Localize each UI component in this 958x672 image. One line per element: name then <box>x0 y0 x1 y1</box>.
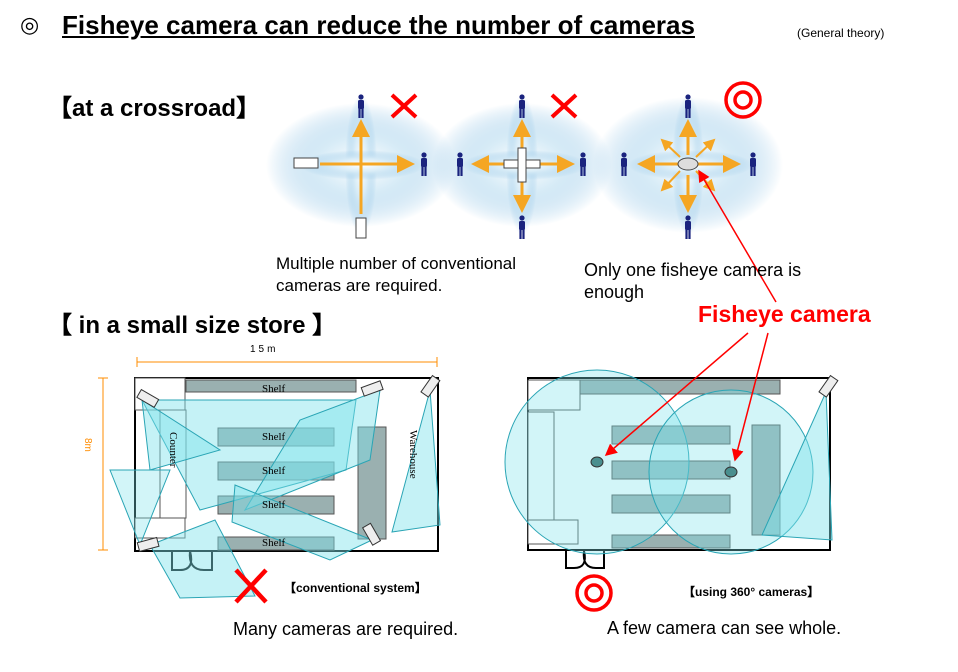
pointer-arrow <box>698 169 777 303</box>
fisheye-camera-icon <box>677 157 699 171</box>
section-crossroad-heading: 【at a crossroad】 <box>48 95 261 122</box>
shelf-label: Shelf <box>262 537 286 549</box>
page-title: Fisheye camera can reduce the number of … <box>62 10 695 40</box>
result-conventional: Many cameras are required. <box>233 619 459 639</box>
warehouse-label: Warehouse <box>407 430 419 479</box>
camera-icon <box>136 388 160 409</box>
tag-360-cameras: 【using 360° cameras】 <box>683 585 820 599</box>
dimension-height: 8m <box>82 438 93 452</box>
caption-conventional: Multiple number of conventional cameras … <box>276 254 517 295</box>
shelf-label: Shelf <box>262 431 286 443</box>
camera-icon <box>361 522 382 546</box>
camera-icon <box>517 147 527 183</box>
double-circle-mark-icon <box>575 574 613 612</box>
camera-icon <box>293 157 319 169</box>
double-circle-mark-icon <box>724 81 762 119</box>
crossroad-conventional-a <box>266 93 456 239</box>
camera-icon <box>355 217 367 239</box>
result-360: A few camera can see whole. <box>607 618 842 638</box>
section-store-heading: 【 in a small size store 】 <box>48 312 337 339</box>
cross-mark-icon <box>234 568 268 604</box>
pointer-arrow <box>731 332 769 462</box>
tag-conventional-system: 【conventional system】 <box>284 581 427 595</box>
counter-label: Counter <box>167 432 179 468</box>
title-mark-icon: ◎ <box>20 12 40 37</box>
store-conventional: Shelf Shelf Shelf Shelf Shelf Counter Wa… <box>98 357 441 604</box>
general-theory-note: (General theory) <box>797 26 885 40</box>
camera-icon <box>360 380 384 397</box>
dimension-width: 15m <box>250 344 279 355</box>
pointer-arrow <box>604 332 749 456</box>
cross-mark-icon <box>390 93 418 119</box>
crossroad-conventional-b <box>432 93 612 239</box>
caption-fisheye: Only one fisheye camera is enough <box>584 260 802 302</box>
fisheye-camera-icon <box>590 456 604 468</box>
shelf-label: Shelf <box>262 499 286 511</box>
crossroad-fisheye <box>593 81 783 239</box>
store-360 <box>504 369 839 612</box>
camera-icon <box>818 374 839 398</box>
shelf-label: Shelf <box>262 465 286 477</box>
camera-icon <box>420 374 441 398</box>
shelf-label: Shelf <box>262 383 286 395</box>
cross-mark-icon <box>550 93 578 119</box>
camera-icon <box>136 536 160 553</box>
fisheye-camera-label: Fisheye camera <box>698 301 871 327</box>
fisheye-camera-icon <box>724 466 738 478</box>
